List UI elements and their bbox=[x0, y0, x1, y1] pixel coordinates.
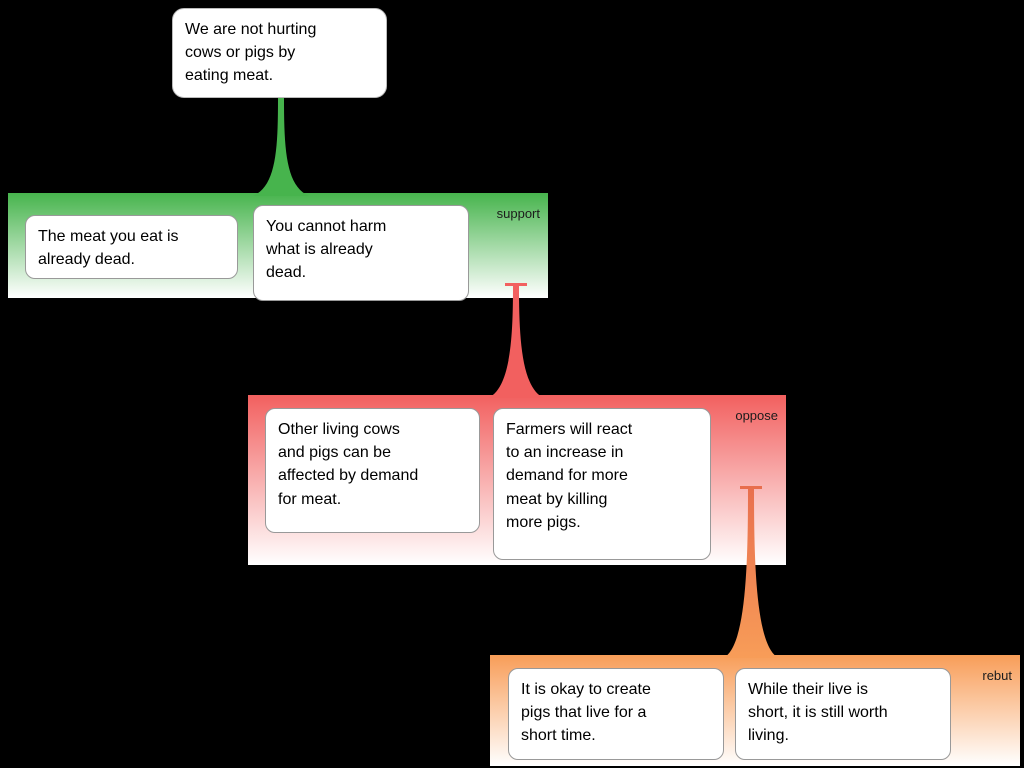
oppose-group[interactable]: oppose Other living cows and pigs can be… bbox=[248, 395, 786, 565]
oppose-group-label: oppose bbox=[735, 408, 778, 423]
support-claim-2[interactable]: You cannot harm what is already dead. bbox=[253, 205, 469, 301]
oppose-connector bbox=[488, 283, 544, 398]
rebut-claim-2[interactable]: While their live is short, it is still w… bbox=[735, 668, 951, 760]
support-claim-1[interactable]: The meat you eat is already dead. bbox=[25, 215, 238, 279]
main-claim[interactable]: We are not hurting cows or pigs by eatin… bbox=[172, 8, 387, 98]
support-connector bbox=[253, 98, 309, 196]
rebut-group[interactable]: rebut It is okay to create pigs that liv… bbox=[490, 655, 1020, 766]
support-group-label: support bbox=[496, 206, 540, 221]
oppose-claim-2[interactable]: Farmers will react to an increase in dem… bbox=[493, 408, 711, 560]
rebut-group-label: rebut bbox=[982, 668, 1012, 683]
support-group[interactable]: support The meat you eat is already dead… bbox=[8, 193, 548, 301]
rebut-claim-1[interactable]: It is okay to create pigs that live for … bbox=[508, 668, 724, 760]
oppose-claim-1[interactable]: Other living cows and pigs can be affect… bbox=[265, 408, 480, 533]
